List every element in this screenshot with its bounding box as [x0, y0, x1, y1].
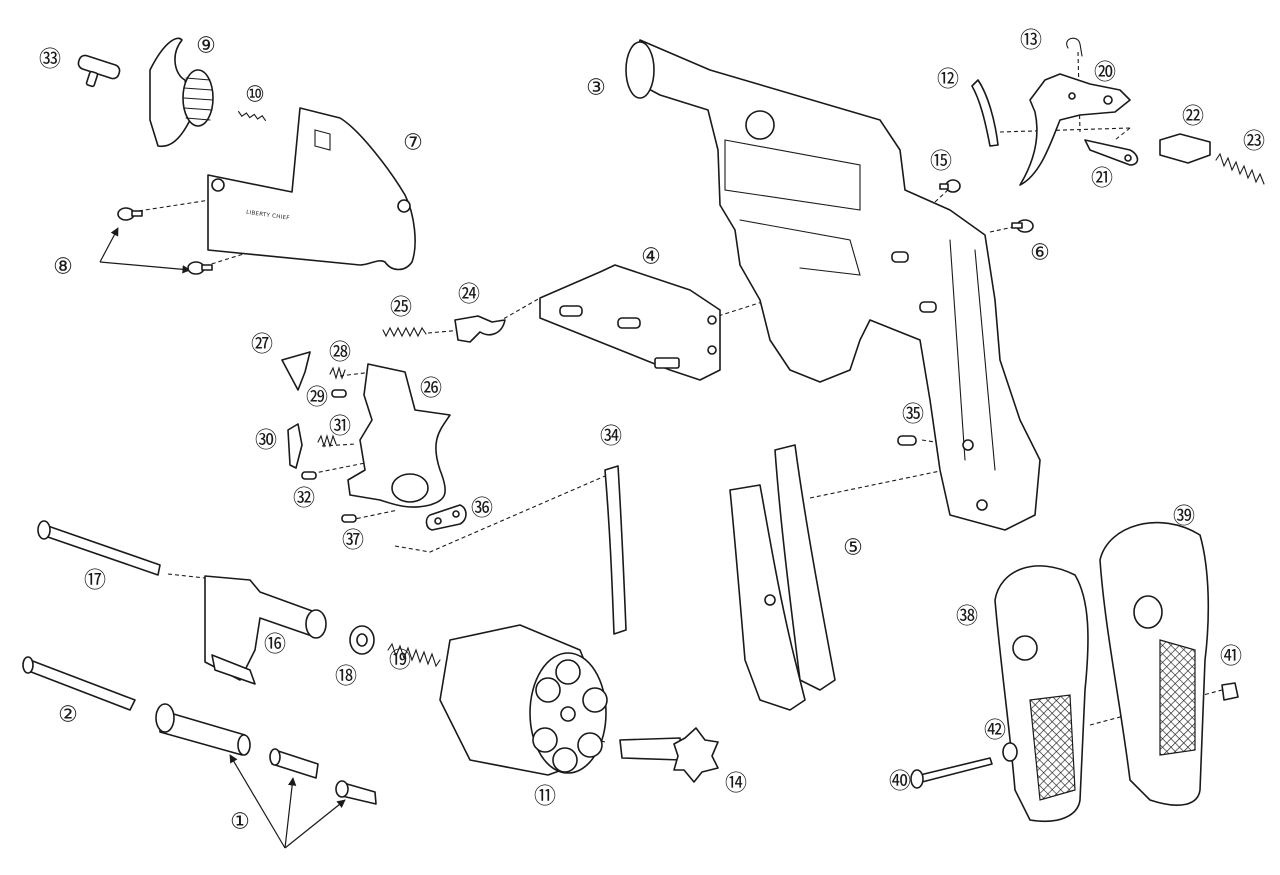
callout-5: ⑤ [843, 536, 863, 561]
callout-1: ① [230, 810, 250, 835]
callout-39: ㊴ [1173, 505, 1195, 530]
callout-10: ⑩ [245, 83, 265, 108]
part-26-mechanism [347, 363, 451, 508]
callout-7: ⑦ [403, 131, 423, 156]
part-34-spring-strip [604, 465, 627, 635]
part-30-latch [287, 423, 303, 469]
callout-30: ㉚ [255, 429, 277, 454]
callout-32: ㉜ [293, 487, 315, 512]
callout-22: ㉒ [1182, 105, 1204, 130]
part-20-trigger [1019, 73, 1131, 186]
callout-16: ⑯ [264, 633, 286, 658]
part-12-lever [971, 79, 999, 147]
callout-11: ⑪ [534, 785, 556, 810]
part-40-grip-screw [910, 757, 993, 789]
callout-40: ㊵ [889, 770, 911, 795]
part-10-spring [238, 111, 266, 121]
part-36-link [425, 504, 467, 531]
callout-33: ㉝ [39, 48, 61, 73]
part-9-hammer [149, 37, 214, 148]
part-29-pin [331, 389, 347, 398]
part-15-screw [939, 179, 961, 193]
callout-37: ㊲ [342, 529, 364, 554]
part-2-rod [22, 656, 136, 711]
part-8-screws [117, 207, 213, 275]
part-18-washer [349, 625, 375, 655]
part-5-grip-panel [729, 444, 836, 711]
callout-24: ㉔ [458, 283, 480, 308]
part-35-pin [897, 435, 917, 446]
callout-35: ㉟ [902, 403, 924, 428]
part-7-side-plate: LIBERTY CHIEF [207, 107, 416, 271]
part-1-barrel-assembly [155, 703, 377, 805]
callout-36: ㊱ [471, 497, 493, 522]
callout-31: ㉛ [329, 415, 351, 440]
part-23-spring [1215, 152, 1265, 185]
part-25-spring [382, 326, 427, 338]
callout-3: ③ [586, 76, 606, 101]
callout-2: ② [58, 703, 78, 728]
callout-20: ⑳ [1094, 61, 1116, 86]
callout-9: ⑨ [196, 34, 216, 59]
callout-41: ㊶ [1220, 645, 1242, 670]
part-41-nut [1221, 682, 1239, 701]
callout-27: ㉗ [251, 333, 273, 358]
callout-6: ⑥ [1030, 241, 1050, 266]
part-32-pin [301, 471, 317, 480]
part-33-pin [77, 54, 121, 88]
callout-13: ⑬ [1020, 29, 1042, 54]
part-24-bolt [454, 315, 506, 343]
callout-38: ㊳ [956, 605, 978, 630]
callout-34: ㉞ [600, 425, 622, 450]
callout-19: ⑲ [389, 649, 411, 674]
part-19-spring [387, 642, 441, 668]
callout-25: ㉕ [390, 296, 412, 321]
callout-15: ⑮ [930, 150, 952, 175]
part-42-ferrule [1002, 742, 1018, 762]
part-38-left-grip [994, 565, 1089, 823]
callout-18: ⑱ [335, 665, 357, 690]
part-17-ejector-rod [37, 520, 161, 576]
part-4-plate [539, 264, 721, 381]
callout-23: ㉓ [1243, 130, 1265, 155]
callout-21: ㉑ [1091, 167, 1113, 192]
callout-8: ⑧ [53, 255, 73, 280]
callout-12: ⑫ [937, 68, 959, 93]
part-37-pin [341, 514, 357, 523]
callout-4: ④ [641, 245, 661, 270]
part-14-extractor [619, 727, 719, 783]
part-39-right-grip [1099, 521, 1210, 806]
callout-26: ㉖ [420, 377, 442, 402]
callout-17: ⑰ [84, 569, 106, 594]
part-13-spring [1066, 37, 1083, 57]
part-6-screw [1011, 219, 1034, 233]
part-3-frame [625, 39, 1041, 531]
part-28-spring [329, 366, 346, 380]
part-21-hand [1084, 139, 1139, 166]
part-22-block [1159, 133, 1211, 164]
callout-28: ㉘ [329, 341, 351, 366]
part-27-pawl [281, 351, 311, 391]
part-16-crane [204, 575, 327, 685]
part-31-spring [317, 434, 337, 448]
callout-42: ㊷ [984, 719, 1006, 744]
callout-14: ⑭ [725, 772, 747, 797]
callout-29: ㉙ [306, 386, 328, 411]
part-11-cylinder [439, 624, 608, 776]
